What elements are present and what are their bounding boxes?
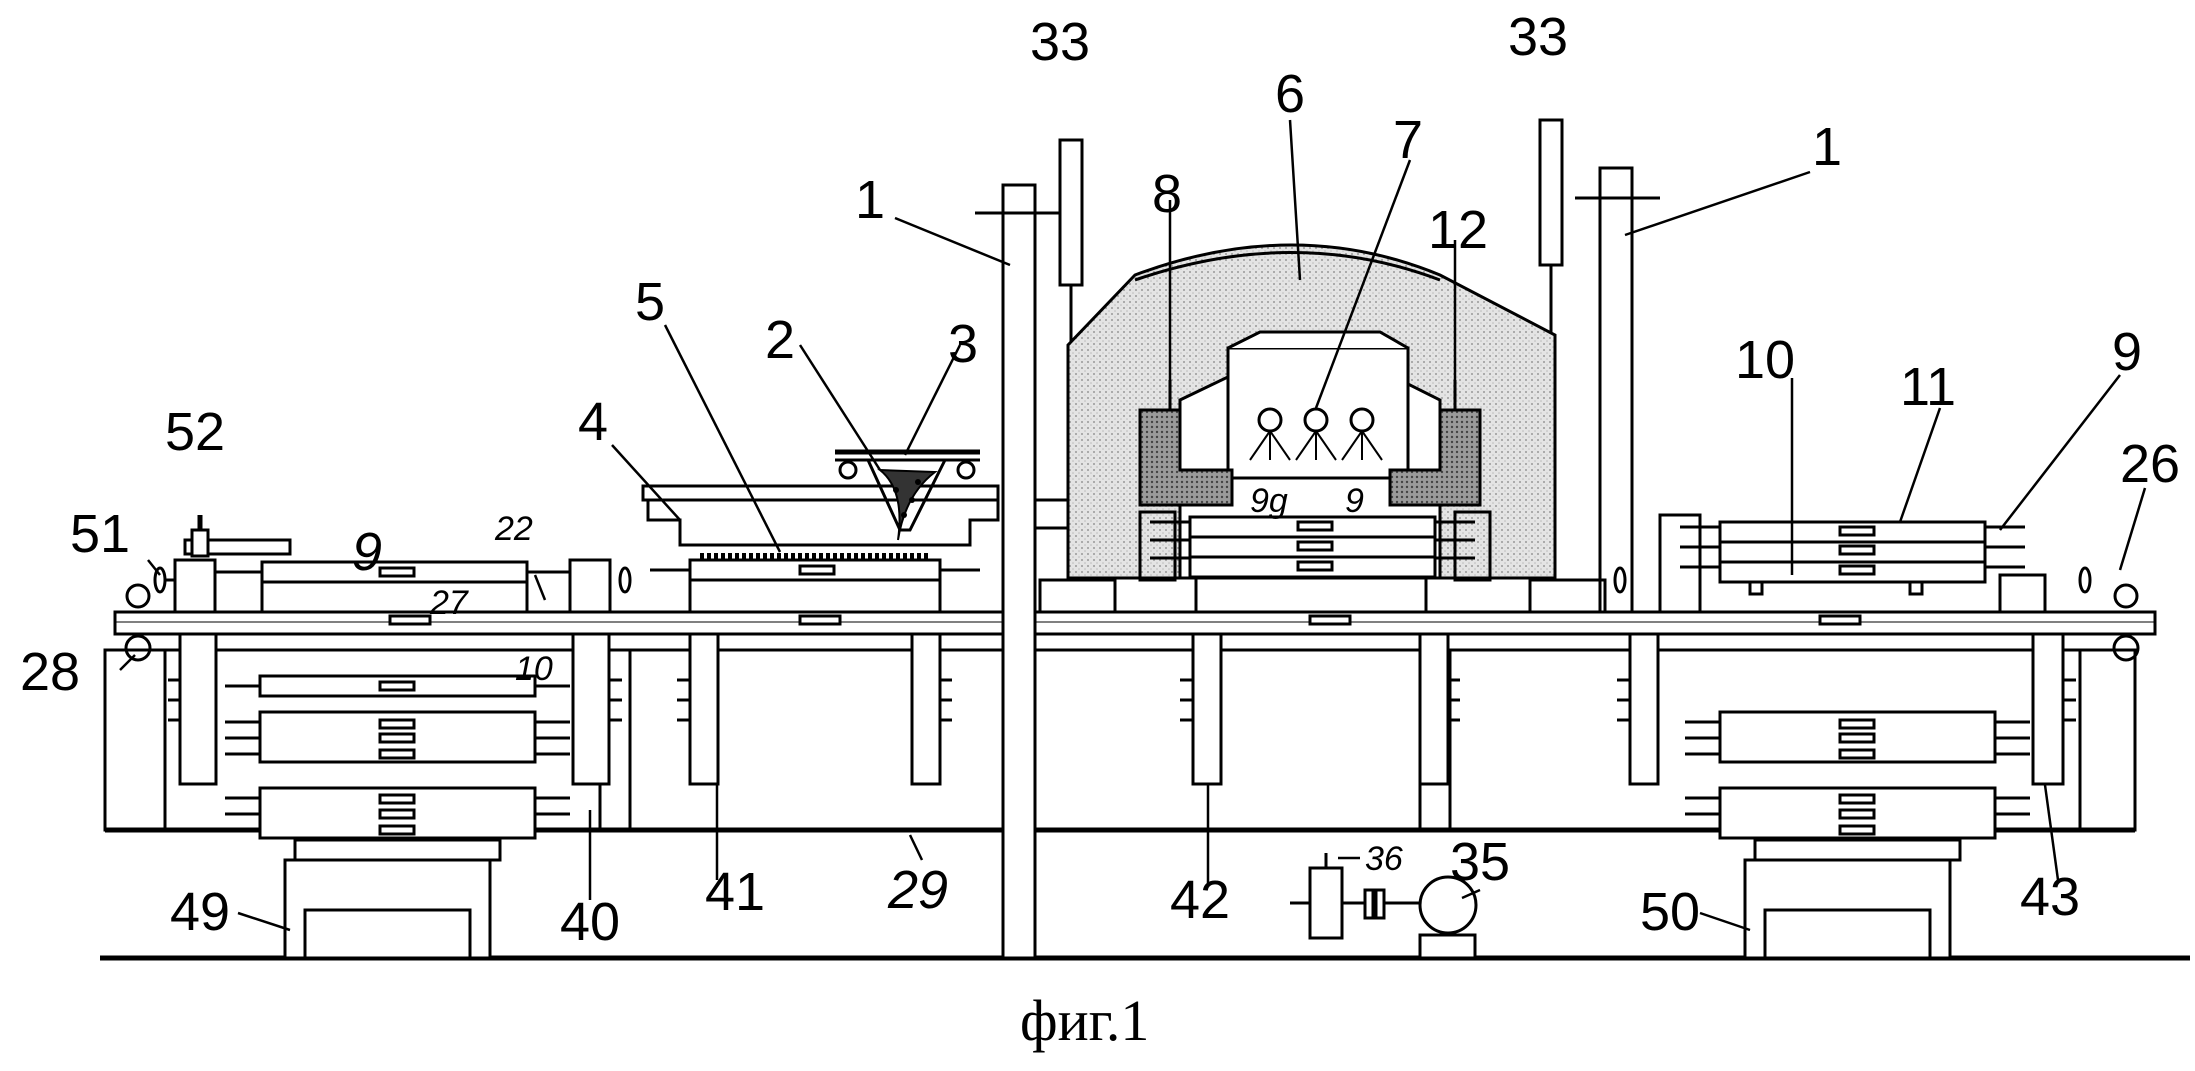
mold-stack-left bbox=[225, 676, 570, 860]
mold-under-hopper bbox=[650, 556, 980, 612]
feeder-plate bbox=[643, 486, 998, 545]
label-52: 52 bbox=[165, 402, 225, 462]
label-49: 49 bbox=[170, 882, 230, 942]
label-36: 36 bbox=[1365, 840, 1403, 878]
label-1-right: 1 bbox=[1812, 117, 1842, 177]
mold-stack-right bbox=[1685, 712, 2030, 860]
label-51: 51 bbox=[70, 504, 130, 564]
label-35: 35 bbox=[1450, 832, 1510, 892]
label-9-furnace: 9 bbox=[1345, 482, 1364, 520]
figure-caption: фиг.1 bbox=[1020, 988, 1149, 1053]
label-29: 29 bbox=[887, 860, 948, 920]
drive-33-left bbox=[1060, 140, 1082, 285]
label-10: 10 bbox=[1735, 330, 1795, 390]
label-3: 3 bbox=[948, 314, 978, 374]
label-41: 41 bbox=[705, 862, 765, 922]
label-26: 26 bbox=[2120, 434, 2180, 494]
lift-49 bbox=[285, 860, 490, 958]
column-right bbox=[1575, 168, 1660, 612]
label-50: 50 bbox=[1640, 882, 1700, 942]
label-22: 22 bbox=[494, 510, 533, 548]
label-40: 40 bbox=[560, 892, 620, 952]
lift-column-41 bbox=[690, 634, 718, 784]
label-1-left: 1 bbox=[855, 170, 885, 230]
label-10-lower: 10 bbox=[515, 650, 553, 688]
mold-upper-left bbox=[155, 515, 630, 612]
label-42: 42 bbox=[1170, 870, 1230, 930]
roller-left bbox=[126, 636, 150, 660]
lift-50 bbox=[1745, 860, 1950, 958]
drive-33-right bbox=[1540, 120, 1562, 265]
label-4: 4 bbox=[578, 392, 608, 452]
label-9-right: 9 bbox=[2112, 322, 2142, 382]
label-5: 5 bbox=[635, 272, 665, 332]
lift-column-40 bbox=[573, 634, 609, 784]
label-33-right: 33 bbox=[1508, 7, 1568, 67]
lift-column-43 bbox=[2033, 634, 2063, 784]
label-8: 8 bbox=[1152, 164, 1182, 224]
mold-upper-right bbox=[1615, 515, 2090, 612]
label-43: 43 bbox=[2020, 867, 2080, 927]
label-2: 2 bbox=[765, 310, 795, 370]
label-12: 12 bbox=[1428, 200, 1488, 260]
label-28: 28 bbox=[20, 642, 80, 702]
furnace bbox=[1068, 245, 1555, 580]
label-27: 27 bbox=[429, 584, 469, 622]
label-6: 6 bbox=[1275, 64, 1305, 124]
label-33-left: 33 bbox=[1030, 12, 1090, 72]
column-left bbox=[975, 185, 1070, 958]
heater-lamps bbox=[1250, 409, 1382, 460]
label-9-left: 9 bbox=[352, 522, 382, 582]
label-11: 11 bbox=[1900, 357, 1956, 417]
label-7: 7 bbox=[1393, 110, 1423, 170]
label-9g: 9g bbox=[1250, 482, 1288, 520]
lift-column-42 bbox=[1193, 634, 1221, 784]
